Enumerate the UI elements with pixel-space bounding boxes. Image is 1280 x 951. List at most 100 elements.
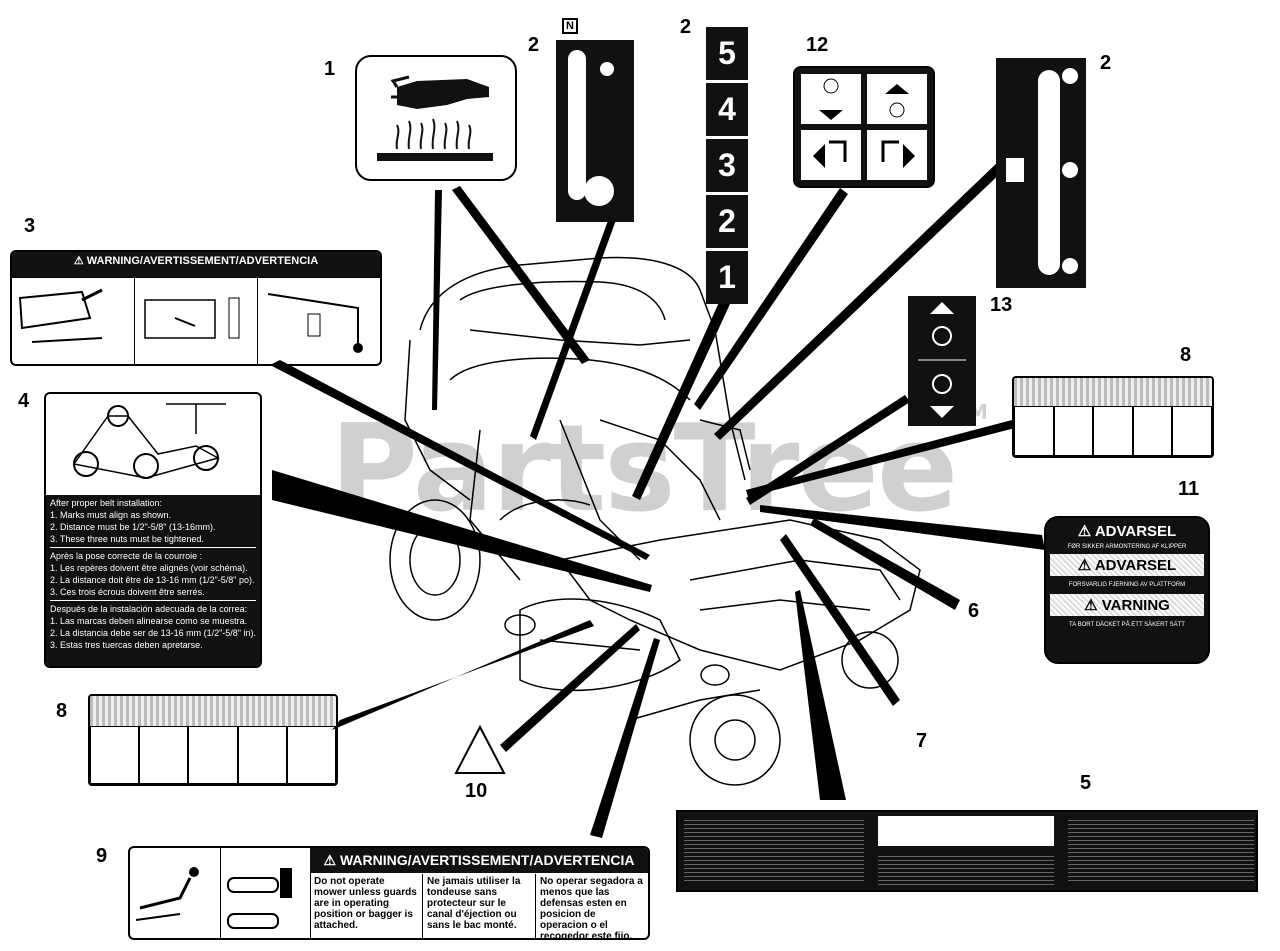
- speed-4: 4: [706, 83, 748, 136]
- callout-11: 11: [1178, 478, 1200, 500]
- thrown-object-icon: [1053, 406, 1094, 456]
- lever-slot: [568, 50, 586, 200]
- instructions-es-1: 1. Las marcas deben alinearse como se mu…: [50, 616, 248, 626]
- ignition-knob-icon: [584, 176, 614, 206]
- lever-dot: [600, 62, 614, 76]
- fuel-icon: [1006, 158, 1024, 182]
- instructions-en-title: After proper belt installation:: [50, 498, 163, 508]
- callout-13: 13: [990, 294, 1013, 316]
- nordic-header-2: ⚠ ADVARSEL: [1050, 554, 1204, 576]
- callout-1: 1: [324, 58, 336, 80]
- decal-speed-settings: 5 4 3 2 1: [706, 24, 748, 308]
- foot-hazard-icon: [1172, 406, 1212, 456]
- instructions-fr-3: 3. Ces trois écrous doivent être serrés.: [50, 587, 205, 597]
- instructions-es-2: 2. La distancia debe ser de 13-16 mm (1/…: [50, 628, 256, 638]
- warning-panel-1: [12, 278, 135, 364]
- warning-header: ⚠ WARNING/AVERTISSEMENT/ADVERTENCIA: [12, 252, 380, 269]
- key-remove-icon: [1132, 406, 1173, 456]
- instructions-col-3: [1068, 818, 1254, 884]
- steering-arrows-icon: [801, 74, 927, 180]
- leader-wedges: [270, 160, 1045, 838]
- key-remove-icon: [237, 726, 287, 784]
- instructions-fr-title: Après la pose correcte de la courroie :: [50, 551, 203, 561]
- callout-4: 4: [18, 390, 30, 412]
- callout-2-lift: 2: [1100, 52, 1112, 74]
- decal-safety-icons-left: [88, 694, 338, 786]
- watermark: PartsTreeTM: [330, 400, 988, 539]
- hot-surface-icon: [377, 75, 493, 161]
- bystander-icon: [1093, 406, 1133, 456]
- warning-panel-3: [258, 278, 380, 364]
- decal-discharge-warning: ⚠ WARNING/AVERTISSEMENT/ADVERTENCIA Do n…: [128, 846, 650, 940]
- decal-control-lever: [556, 40, 634, 222]
- decal-safety-icons-right: [1012, 376, 1214, 458]
- instructions-fr-1: 1. Les repères doivent être alignés (voi…: [50, 563, 248, 573]
- decal-nordic-warnings: ⚠ ADVARSEL FØR SIKKER ARMONTERING AF KLI…: [1044, 516, 1210, 664]
- instructions-es-title: Después de la instalación adecuada de la…: [50, 604, 248, 614]
- callout-9: 9: [96, 845, 108, 867]
- callout-5: 5: [1080, 772, 1092, 794]
- nordic-header-1: ⚠ ADVARSEL: [1077, 523, 1177, 540]
- callout-12: 12: [806, 34, 829, 56]
- cut-hazard-icon: [1014, 406, 1054, 456]
- safety-header-right: [1014, 378, 1212, 406]
- thrown-object-icon: [139, 726, 189, 784]
- safety-header-left: [90, 696, 336, 726]
- nordic-sub-1: FØR SIKKER ARMONTERING AF KLIPPER: [1067, 544, 1187, 550]
- callout-6: 6: [968, 600, 980, 622]
- thrown-object-icon: [135, 867, 199, 921]
- speed-5: 5: [706, 27, 748, 80]
- safety-icons-right: [1014, 406, 1212, 456]
- instructions-en-3: 3. These three nuts must be tightened.: [50, 534, 204, 544]
- operator-icon-strip: [878, 816, 1054, 846]
- nordic-sub-2: FORSVARLIG FJERNING AV PLATTFORM: [1068, 582, 1186, 588]
- lift-slot: [1038, 70, 1060, 275]
- decal-warning-belt: ⚠ WARNING/AVERTISSEMENT/ADVERTENCIA: [10, 250, 382, 366]
- triangle-icon: [454, 725, 506, 774]
- guard-icon: [227, 868, 292, 929]
- speed-2: 2: [706, 195, 748, 248]
- warning-subheader: [12, 269, 380, 277]
- instructions-es-3: 3. Estas tres tuercas deben apretarse.: [50, 640, 203, 650]
- callout-2-speed: 2: [680, 16, 692, 38]
- safety-icons-left: [90, 726, 336, 784]
- warning-panel-2: [135, 278, 258, 364]
- instructions-fr-2: 2. La distance doit être de 13-16 mm (1/…: [50, 575, 255, 585]
- neutral-box: N: [562, 18, 578, 34]
- guard-panel: [220, 848, 311, 938]
- discharge-text-en: Do not operate mower unless guards are i…: [310, 874, 423, 938]
- instructions-col-2: [878, 854, 1054, 888]
- speed-1: 1: [706, 251, 748, 304]
- foot-hazard-icon: [286, 726, 336, 784]
- thrown-object-panel: [130, 848, 221, 938]
- callout-8-left: 8: [56, 700, 68, 722]
- nordic-header-3: ⚠ VARNING: [1050, 594, 1204, 616]
- nordic-sub-3: TA BORT DÄCKET PÅ ETT SÄKERT SÄTT: [1069, 622, 1185, 628]
- speed-3: 3: [706, 139, 748, 192]
- instructions-en-2: 2. Distance must be 1/2"-5/8" (13-16mm).: [50, 522, 216, 532]
- lift-mid-icon: [1062, 162, 1078, 178]
- decal-operator-instructions: [676, 810, 1258, 892]
- decal-park-brake: [908, 296, 976, 426]
- lift-low-icon: [1062, 258, 1078, 274]
- decal-belt-installation: After proper belt installation: 1. Marks…: [44, 392, 262, 668]
- cut-hazard-icon: [90, 726, 140, 784]
- decal-deck-lift: [996, 58, 1086, 288]
- park-brake-icon: [918, 302, 966, 418]
- lift-high-icon: [1062, 68, 1078, 84]
- discharge-text-es: No operar segadora a menos que las defen…: [540, 876, 643, 940]
- discharge-text-columns: Do not operate mower unless guards are i…: [310, 874, 648, 938]
- callout-7: 7: [916, 730, 928, 752]
- callout-8-right: 8: [1180, 344, 1192, 366]
- callout-2-joystick: 2: [528, 34, 540, 56]
- instructions-en-1: 1. Marks must align as shown.: [50, 510, 172, 520]
- instructions-col-1: [684, 818, 864, 884]
- callout-10: 10: [465, 780, 488, 802]
- bystander-icon: [188, 726, 238, 784]
- belt-routing-icon: [72, 403, 226, 479]
- decal-hot-surface: [355, 55, 517, 181]
- discharge-text-fr: Ne jamais utiliser la tondeuse sans prot…: [423, 874, 536, 938]
- discharge-header: ⚠ WARNING/AVERTISSEMENT/ADVERTENCIA: [310, 848, 648, 873]
